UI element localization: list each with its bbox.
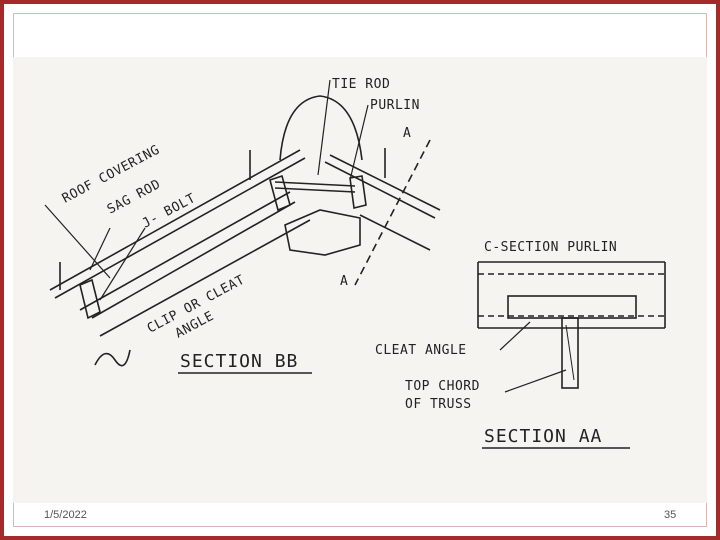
label-section-aa: SECTION AA bbox=[484, 426, 602, 447]
section-bb-drawing bbox=[44, 79, 441, 367]
section-aa-drawing bbox=[477, 261, 666, 393]
label-section-a-bottom: A bbox=[340, 274, 348, 289]
label-c-section-purlin: C-SECTION PURLIN bbox=[484, 240, 617, 255]
label-of-truss: OF TRUSS bbox=[405, 397, 472, 412]
label-section-a-top: A bbox=[403, 126, 411, 141]
label-top-chord: TOP CHORD bbox=[405, 379, 480, 394]
label-purlin: PURLIN bbox=[370, 98, 420, 113]
label-section-bb: SECTION BB bbox=[180, 351, 298, 372]
drawing-photo-background bbox=[13, 57, 707, 503]
slide-page-number: 35 bbox=[664, 509, 677, 521]
label-cleat-angle: CLEAT ANGLE bbox=[375, 343, 467, 358]
slide-date: 1/5/2022 bbox=[44, 509, 87, 521]
label-tie-rod: TIE ROD bbox=[332, 77, 390, 92]
